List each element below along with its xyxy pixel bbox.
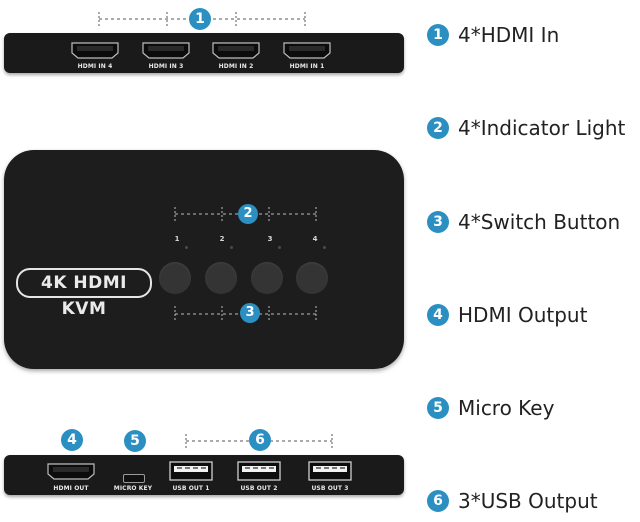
callout-badge-1: 1	[189, 8, 211, 30]
usb-out-2-label: USB OUT 2	[240, 485, 278, 492]
kvm-callout-dashes	[174, 207, 317, 322]
micro-key-label: MICRO KEY	[113, 485, 153, 492]
indicator-number-4: 4	[312, 235, 318, 243]
micro-key-port	[123, 474, 145, 483]
indicator-light-4	[323, 246, 326, 249]
usb-out-2-port	[237, 461, 281, 481]
usb-out-3-port	[308, 461, 352, 481]
hdmi-out-label: HDMI OUT	[53, 485, 89, 492]
hdmi-out-port	[47, 463, 95, 480]
legend-badge-6: 6	[427, 490, 449, 512]
legend-badge-5: 5	[427, 397, 449, 419]
usb-out-3-label: USB OUT 3	[311, 485, 349, 492]
indicator-number-1: 1	[174, 235, 180, 243]
kvm-bottom-side-panel: HDMI OUT MICRO KEY USB OUT 1 USB OUT 2 U…	[4, 455, 404, 495]
usb-out-1-port	[169, 461, 213, 481]
legend-item-2: 2 4*Indicator Light	[427, 115, 625, 141]
legend-text-3: 4*Switch Button	[458, 210, 621, 234]
legend-item-4: 4 HDMI Output	[427, 302, 587, 328]
legend-text-4: HDMI Output	[458, 303, 588, 327]
hdmi-in-3-port	[142, 42, 190, 59]
legend-text-6: 3*USB Output	[458, 489, 598, 513]
legend-badge-4: 4	[427, 304, 449, 326]
callout-badge-4: 4	[61, 429, 83, 451]
hdmi-in-3-label: HDMI IN 3	[148, 63, 184, 70]
legend-item-6: 6 3*USB Output	[427, 488, 598, 514]
switch-button-4[interactable]	[296, 262, 328, 294]
legend-text-5: Micro Key	[458, 396, 555, 420]
indicator-number-3: 3	[267, 235, 273, 243]
legend-badge-2: 2	[427, 117, 449, 139]
brand-logo: 4K HDMI KVM	[16, 268, 152, 319]
callout-badge-6: 6	[249, 429, 271, 451]
switch-button-1[interactable]	[159, 262, 191, 294]
switch-button-2[interactable]	[205, 262, 237, 294]
indicator-light-1	[185, 246, 188, 249]
indicator-light-3	[278, 246, 281, 249]
legend-badge-3: 3	[427, 211, 449, 233]
legend-text-1: 4*HDMI In	[458, 23, 560, 47]
switch-button-3[interactable]	[251, 262, 283, 294]
callout-badge-2: 2	[238, 204, 258, 224]
hdmi-in-1-label: HDMI IN 1	[289, 63, 325, 70]
hdmi-in-4-label: HDMI IN 4	[77, 63, 113, 70]
hdmi-in-4-port	[71, 42, 119, 59]
hdmi-in-2-port	[212, 42, 260, 59]
callout-badge-3: 3	[240, 303, 260, 323]
indicator-light-2	[230, 246, 233, 249]
kvm-top-side-panel: HDMI IN 4 HDMI IN 3 HDMI IN 2 HDMI IN 1	[4, 33, 404, 73]
usb-out-1-label: USB OUT 1	[172, 485, 210, 492]
kvm-front-panel: 4K HDMI KVM 1 2 3 4	[4, 150, 404, 369]
legend-text-2: 4*Indicator Light	[458, 116, 626, 140]
legend-item-3: 3 4*Switch Button	[427, 209, 620, 235]
legend-badge-1: 1	[427, 24, 449, 46]
hdmi-in-2-label: HDMI IN 2	[218, 63, 254, 70]
legend-item-1: 1 4*HDMI In	[427, 22, 559, 48]
callout-badge-5: 5	[124, 430, 146, 452]
indicator-number-2: 2	[219, 235, 225, 243]
legend-item-5: 5 Micro Key	[427, 395, 554, 421]
bottom-callout-dashes	[185, 434, 333, 450]
hdmi-in-1-port	[283, 42, 331, 59]
